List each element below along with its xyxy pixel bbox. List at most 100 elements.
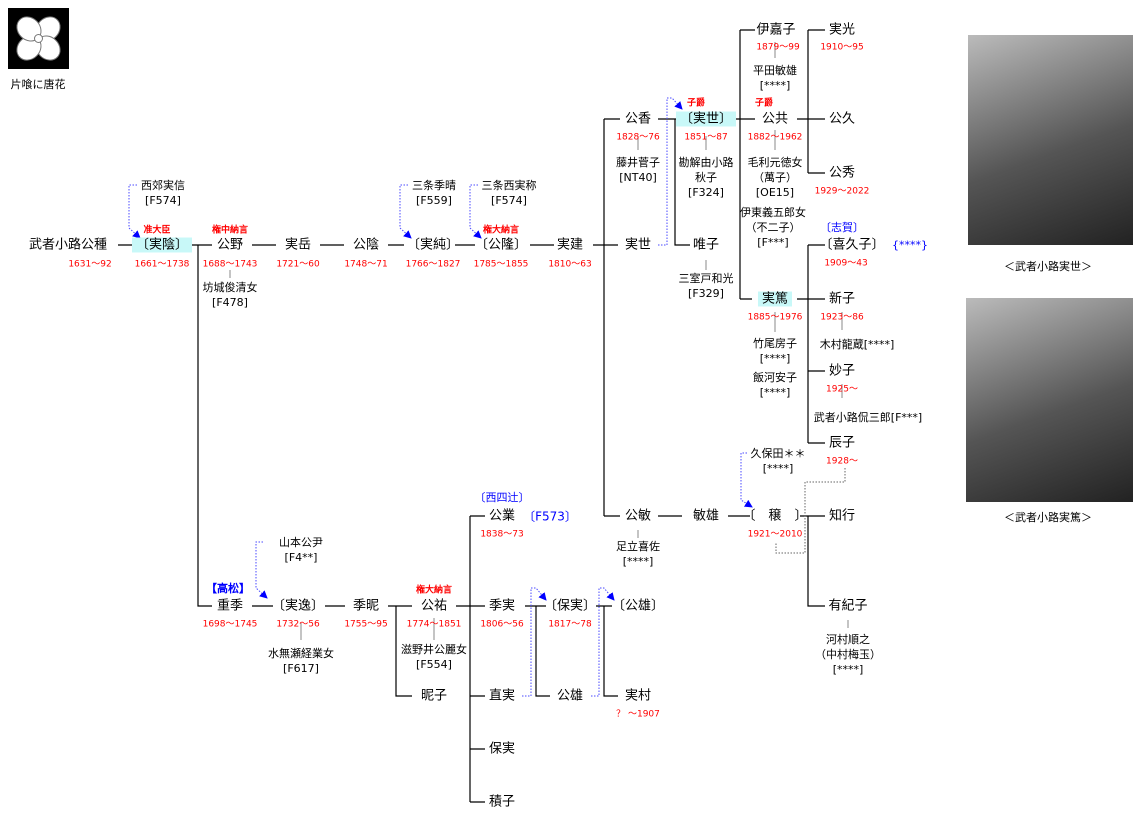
person-kintane: 武者小路公種 (28, 237, 108, 253)
title: 権大納言 (415, 585, 453, 596)
adopted-from: 久保田＊＊[****] (750, 447, 806, 475)
dates: 1810〜63 (548, 259, 592, 270)
dates: 1698〜1745 (202, 619, 258, 630)
person-kinhide: 公秀 (828, 165, 856, 181)
spouse: 坊城俊清女[F478] (202, 281, 258, 309)
spouse: 木村龍蔵[****] (819, 338, 895, 351)
person-kinka: 公香 (624, 111, 652, 127)
branch-family: 〔西四辻〕 (474, 491, 530, 504)
dates: 1748〜71 (344, 259, 388, 270)
note: 〔F573〕 (523, 509, 577, 524)
adopted-from: 三条西実称[F574] (481, 179, 537, 207)
spouse: 三室戸和光[F329] (678, 272, 734, 300)
dates: 1721〜60 (276, 259, 320, 270)
title: 権中納言 (211, 225, 249, 236)
person-kinsuke: 公祐 (420, 598, 448, 614)
person-sanetake: 実建 (556, 237, 584, 253)
dates: 1785〜1855 (473, 259, 529, 270)
dates: 1838〜73 (480, 529, 524, 540)
dates: 1774〜1851 (406, 619, 462, 630)
note: {****} (892, 238, 928, 252)
adopted-from: 西郊実信[F574] (141, 179, 185, 207)
dates: 1879〜99 (756, 42, 800, 53)
spouse: 藤井菅子[NT40] (616, 156, 660, 184)
spouse: 伊東義五郎女（不二子）[F***] (740, 206, 806, 249)
dates: 1631〜92 (68, 259, 112, 270)
person-toshio: 敏雄 (692, 508, 720, 524)
dates: 1766〜1827 (405, 259, 461, 270)
person-sanemura: 実村 (624, 688, 652, 704)
crest-label: 片喰に唐花 (10, 78, 66, 91)
spouse: 武者小路侃三郎[F***] (813, 411, 923, 424)
photo-caption: ＜武者小路実篤＞ (1004, 511, 1092, 524)
dates: 1923〜86 (820, 312, 864, 323)
spouse: 毛利元徳女（萬子）[OE15] (747, 156, 803, 199)
spouse: 足立喜佐[****] (616, 540, 660, 568)
person-yukiko: 有紀子 (828, 598, 868, 614)
person-kinnari: 公業 (488, 508, 516, 524)
title: 子爵 (686, 98, 706, 109)
title: 権大納言 (482, 225, 520, 236)
spouse: 滋野井公麗女[F554] (401, 643, 467, 671)
branch-family: 〔志賀〕 (820, 221, 864, 234)
dates: 1885〜1976 (747, 312, 803, 323)
person-kinhisa: 公久 (828, 111, 856, 127)
family-crest-icon (8, 8, 69, 69)
dates: 1688〜1743 (202, 259, 258, 270)
person-kino-adopted: 〔公雄〕 (611, 598, 665, 614)
spouse: 勘解由小路秋子[F324] (678, 156, 734, 199)
spouse: 水無瀬経業女[F617] (268, 647, 334, 675)
portrait-photo-saneyo (968, 35, 1133, 245)
photo-caption: ＜武者小路実世＞ (1004, 260, 1092, 273)
person-yasuzane-adopted: 〔保実〕 (543, 598, 597, 614)
person-kintoshi: 公敏 (624, 508, 652, 524)
person-taeko: 妙子 (828, 363, 856, 379)
person-yuiko: 唯子 (692, 237, 720, 253)
person-shinko: 新子 (828, 291, 856, 307)
person-kinkage: 公陰 (352, 237, 380, 253)
person-suechika: 季昵 (352, 598, 380, 614)
dates: ？ 〜1907 (616, 709, 660, 720)
spouse: 河村順之（中村梅玉）[****] (815, 633, 881, 676)
dates: 1921〜2010 (747, 529, 803, 540)
dates: 1755〜95 (344, 619, 388, 630)
dates: 1806〜56 (480, 619, 524, 630)
person-saneyo: 実世 (624, 237, 652, 253)
person-yasuzane: 保実 (488, 741, 516, 757)
person-naozane: 直実 (488, 688, 516, 704)
person-sanezumi: 〔実純〕 (406, 237, 460, 253)
dates: 1929〜2022 (814, 186, 870, 197)
dates: 1909〜43 (824, 258, 868, 269)
person-kikuko: 〔喜久子〕 (819, 237, 885, 253)
person-saneoka: 実岳 (284, 237, 312, 253)
dates: 1851〜87 (684, 132, 728, 143)
person-tatsuko: 辰子 (828, 435, 856, 451)
dates: 1828〜76 (616, 132, 660, 143)
dates: 1882〜1962 (747, 132, 803, 143)
person-saneitsu: 〔実逸〕 (271, 598, 325, 614)
dates: 1817〜78 (548, 619, 592, 630)
person-shigesue: 重季 (216, 598, 244, 614)
title: 准大臣 (143, 225, 171, 236)
person-chikako: 昵子 (420, 688, 448, 704)
person-kintaka: 〔公隆〕 (474, 237, 528, 253)
spouse: 平田敏雄[****] (753, 64, 797, 92)
branch-family: 【高松】 (206, 582, 250, 595)
dates: 1925〜 (826, 384, 858, 395)
person-sanekage: 〔実陰〕 (131, 237, 193, 253)
adopted-from: 三条季晴[F559] (412, 179, 456, 207)
person-kino: 公雄 (556, 688, 584, 704)
dates: 1928〜 (826, 456, 858, 467)
spouse: 飯河安子[****] (753, 371, 797, 399)
person-tsumiko: 積子 (488, 794, 516, 810)
person-sanemitsu: 実光 (828, 22, 856, 38)
person-minoru: 〔 穣 〕 (742, 508, 808, 524)
person-kinno: 公野 (216, 237, 244, 253)
dates: 1732〜56 (276, 619, 320, 630)
person-saneatsu: 実篤 (757, 291, 793, 307)
person-ikako: 伊嘉子 (756, 22, 796, 38)
adopted-from: 山本公尹[F4**] (279, 536, 323, 564)
spouse: 竹尾房子[****] (753, 337, 797, 365)
person-tomoyuki: 知行 (828, 508, 856, 524)
